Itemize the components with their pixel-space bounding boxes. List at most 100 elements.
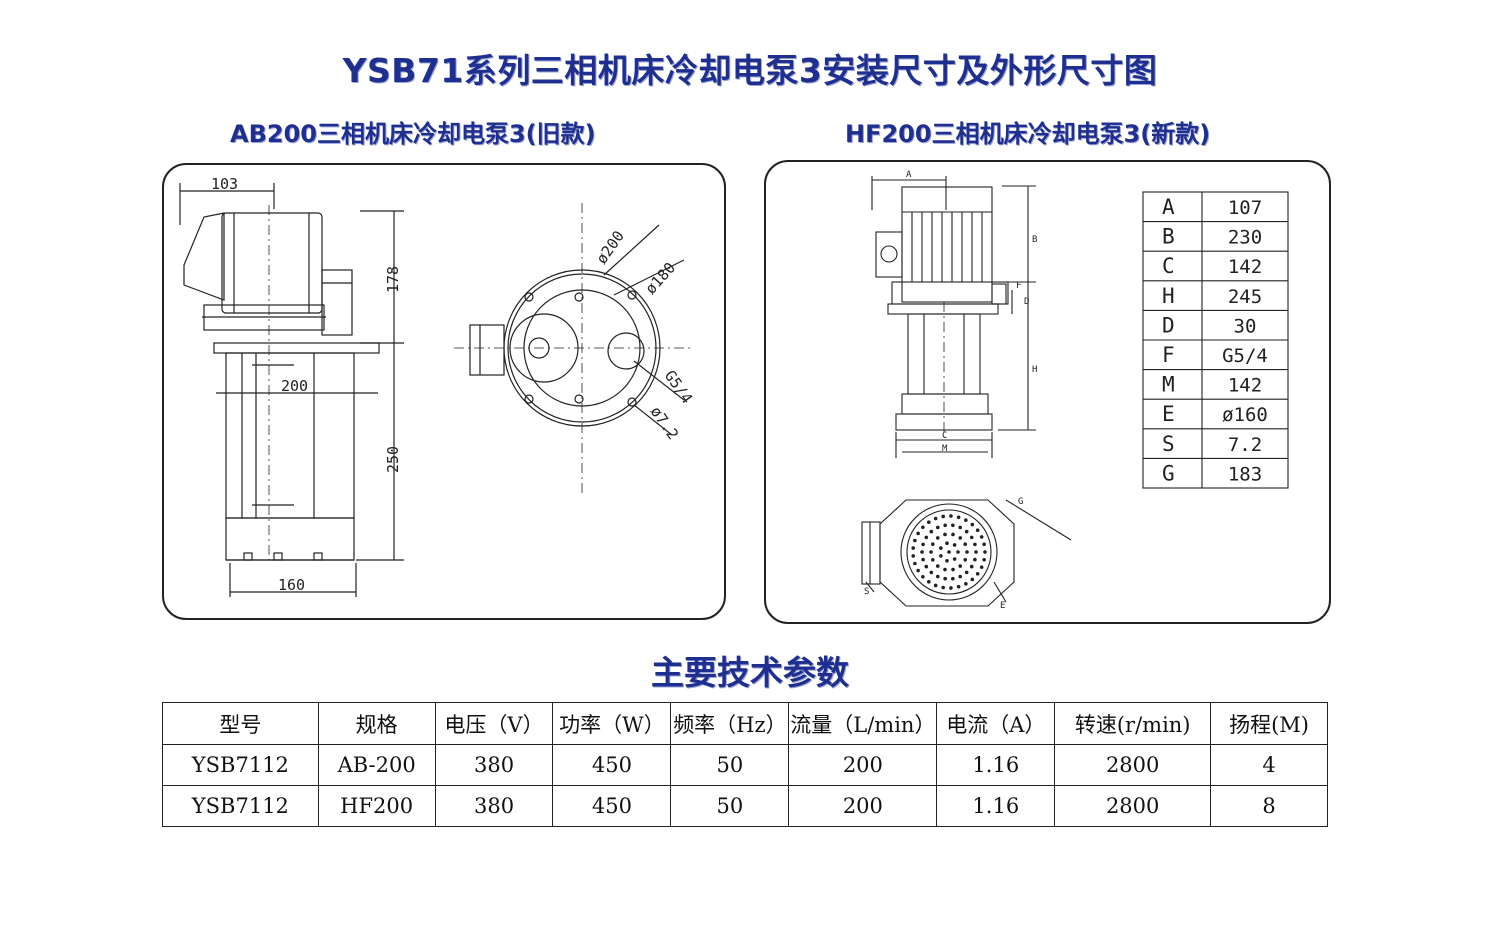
strainer-hole [964, 529, 969, 534]
dim-value-s: 7.2 [1228, 434, 1262, 456]
strainer-hole [929, 550, 933, 554]
label-c: C [942, 431, 947, 441]
table-row: YSB7112 HF200 380 450 50 200 1.16 2800 8 [162, 785, 1328, 827]
spec-header: 电流（A） [936, 702, 1056, 745]
strainer-hole [949, 586, 953, 590]
strainer-hole [926, 520, 931, 525]
left-drawing-panel: 103 178 200 250 160 ø200 ø180 G5/4 ø7.2 [162, 163, 726, 620]
dim-key-m: M [1162, 373, 1175, 397]
strainer-hole [916, 568, 920, 573]
spec-cell: 200 [788, 785, 938, 827]
dim-value-g: 183 [1228, 463, 1262, 485]
spec-header: 转速(r/min) [1054, 702, 1212, 745]
strainer-hole [935, 574, 940, 579]
dim-value-f: G5/4 [1222, 345, 1268, 367]
label-f: F [1016, 281, 1021, 291]
strainer-hole [975, 571, 980, 576]
strainer-hole [943, 523, 947, 528]
spec-cell: 380 [434, 785, 554, 827]
strainer-hole [965, 550, 969, 554]
strainer-hole [930, 558, 935, 562]
dim-value-a: 107 [1228, 197, 1262, 219]
spec-header: 频率（Hz） [670, 702, 790, 745]
spec-cell: 450 [552, 785, 672, 827]
dim-d200: ø200 [593, 227, 628, 267]
params-title: 主要技术参数 [651, 653, 849, 692]
label-m: M [942, 444, 948, 454]
strainer-hole [939, 554, 943, 558]
dim-value-h: 245 [1228, 286, 1262, 308]
label-h: H [1032, 365, 1037, 375]
strainer-hole [956, 550, 960, 554]
strainer-hole [921, 542, 925, 547]
spec-cell: 8 [1210, 785, 1328, 827]
strainer-hole [933, 516, 938, 521]
spec-table: 型号 规格 电压（V） 功率（W） 频率（Hz） 流量（L/min） 电流（A）… [162, 702, 1328, 827]
spec-cell: AB-200 [317, 744, 436, 786]
strainer-hole [911, 546, 916, 550]
strainer-hole [941, 514, 945, 519]
strainer-hole [970, 522, 975, 527]
dim-key-g: G [1162, 461, 1175, 485]
strainer-hole [958, 536, 963, 540]
label-g: G [1018, 497, 1023, 507]
strainer-hole [963, 542, 968, 546]
strainer-hole [958, 574, 963, 579]
strainer-hole [943, 567, 947, 572]
dim-value-c: 142 [1228, 256, 1262, 278]
spec-cell: 1.16 [936, 744, 1056, 786]
strainer-hole [983, 550, 987, 554]
page-title: YSB71系列三相机床冷却电泵3安装尺寸及外形尺寸图 [342, 51, 1158, 90]
strainer-hole [951, 576, 955, 581]
strainer-hole [930, 542, 935, 546]
spec-header-row: 型号 规格 电压（V） 功率（W） 频率（Hz） 流量（L/min） 电流（A）… [162, 702, 1328, 745]
strainer-hole [979, 535, 984, 539]
dim-value-e: ø160 [1222, 404, 1268, 426]
spec-cell: 50 [670, 785, 790, 827]
strainer-holes [911, 514, 987, 590]
dim-103: 103 [211, 175, 238, 193]
dim-160: 160 [278, 576, 305, 594]
dim-d72: ø7.2 [647, 403, 682, 443]
strainer-hole [952, 543, 957, 547]
spec-cell: 1.16 [936, 785, 1056, 827]
label-a: A [906, 170, 912, 180]
strainer-hole [974, 550, 978, 554]
dim-178: 178 [384, 266, 402, 293]
strainer-hole [945, 541, 949, 546]
strainer-hole [956, 584, 961, 589]
strainer-hole [975, 528, 980, 533]
dim-value-d: 30 [1234, 315, 1257, 337]
strainer-hole [952, 557, 957, 561]
dim-key-b: B [1162, 225, 1175, 249]
strainer-hole [941, 585, 945, 590]
strainer-hole [949, 514, 953, 518]
spec-header: 扬程(M) [1210, 702, 1328, 745]
strainer-hole [970, 577, 975, 582]
spec-header: 电压（V） [434, 702, 554, 745]
strainer-hole [969, 564, 974, 569]
spec-cell: HF200 [317, 785, 436, 827]
strainer-hole [921, 525, 925, 530]
spec-header: 规格 [317, 702, 436, 745]
spec-cell: YSB7112 [162, 785, 319, 827]
strainer-hole [924, 564, 929, 569]
spec-cell: 200 [788, 744, 938, 786]
strainer-hole [964, 570, 969, 575]
strainer-hole [963, 558, 968, 562]
strainer-hole [973, 557, 977, 562]
strainer-hole [973, 542, 977, 547]
strainer-hole [921, 574, 925, 579]
dim-key-h: H [1162, 284, 1175, 308]
dim-key-e: E [1162, 402, 1175, 426]
strainer-hole [935, 564, 940, 568]
strainer-hole [951, 532, 955, 537]
strainer-hole [956, 515, 961, 520]
strainer-hole [964, 582, 968, 586]
strainer-hole [939, 546, 943, 550]
spec-header: 流量（L/min） [788, 702, 938, 745]
strainer-hole [926, 579, 931, 584]
strainer-hole [958, 525, 963, 530]
